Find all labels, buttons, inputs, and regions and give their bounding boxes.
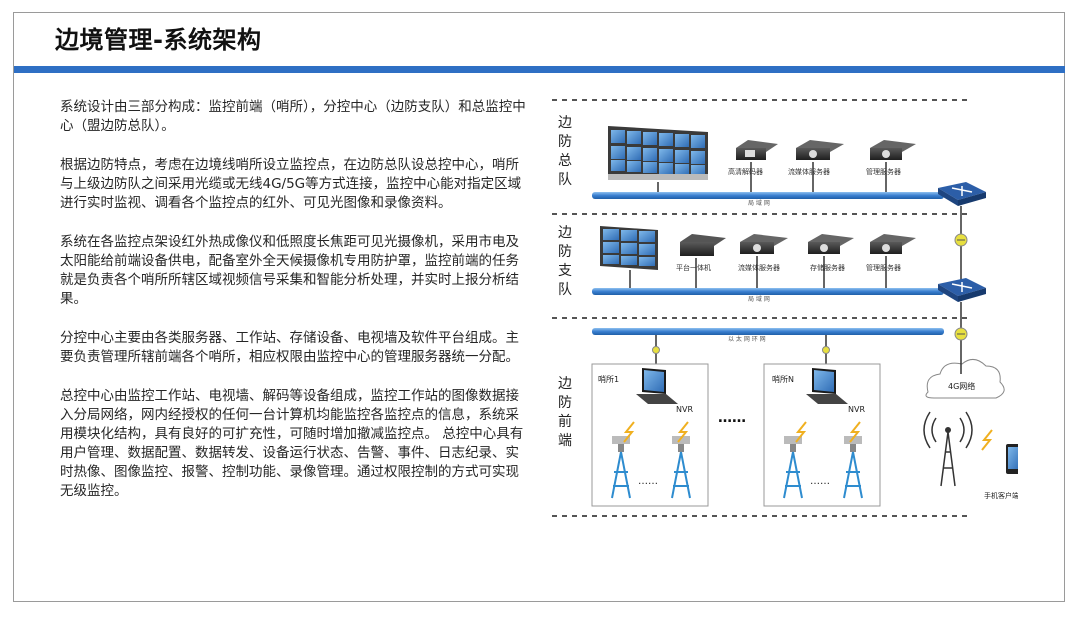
paragraph-intro: 系统设计由三部分构成：监控前端（哨所），分控中心（边防支队）和总监控中心（盟边防… [60, 99, 526, 134]
radio-tower-icon [923, 411, 973, 487]
frontend-ring-bus [592, 328, 944, 335]
branch-lan-bus [592, 288, 944, 295]
media-server-hq-icon [796, 140, 844, 160]
nvr-label-n: NVR [848, 405, 865, 414]
frontend-ring-label: 以 太 网 环 网 [728, 335, 766, 343]
switch-hq-icon [938, 182, 986, 206]
section-label-hq: 边防总队 [558, 115, 572, 188]
paragraph-features: 根据边防特点，考虑在边境线哨所设立监控点，在边防总队设总控中心，哨所与上级边防队… [60, 157, 522, 211]
branch-device-label-media: 流媒体服务器 [738, 263, 780, 272]
post-n-label: 哨所N [772, 374, 794, 384]
network-4g-label: 4G网络 [948, 381, 975, 391]
media-server-branch-icon [740, 234, 788, 254]
architecture-diagram: 边防总队 边防支队 边防前端 高清解码器 流媒体服务器 管理服务器 局 域 [552, 99, 1018, 517]
hq-device-label-media: 流媒体服务器 [788, 167, 830, 176]
mobile-client-label: 手机客户端 [984, 491, 1018, 500]
posts-ellipsis: …… [718, 410, 746, 426]
mobile-phone-icon [1006, 444, 1018, 474]
storage-server-icon [808, 234, 854, 254]
switch-branch-icon [938, 278, 986, 302]
nvr-laptop-icon-1 [636, 368, 678, 404]
post-1-dots: …… [638, 476, 658, 487]
firewall-icon-2 [954, 327, 968, 341]
hq-device-label-mgmt: 管理服务器 [866, 167, 901, 176]
nvr-label-1: NVR [676, 405, 693, 414]
section-label-branch: 边防支队 [558, 225, 572, 298]
nvr-laptop-icon-n [806, 368, 848, 404]
branch-device-label-platform: 平台一体机 [676, 263, 711, 272]
paragraph-branch-center: 分控中心主要由各类服务器、工作站、存储设备、电视墙及软件平台组成。主要负责管理所… [60, 330, 519, 365]
page-title: 边境管理-系统架构 [55, 26, 262, 54]
post-n-dots: …… [810, 476, 830, 487]
management-server-branch-icon [870, 234, 916, 254]
branch-lan-label: 局 域 网 [748, 295, 770, 303]
description-text: 系统设计由三部分构成：监控前端（哨所），分控中心（边防支队）和总监控中心（盟边防… [60, 98, 528, 521]
hq-device-label-decoder: 高清解码器 [728, 167, 763, 176]
post-1-box: 哨所1 NVR …… [591, 363, 709, 507]
camera-tower-icon-nb [843, 421, 863, 499]
video-wall-icon [608, 126, 708, 180]
branch-device-label-mgmt: 管理服务器 [866, 263, 901, 272]
paragraph-frontend: 系统在各监控点架设红外热成像仪和低照度长焦距可见光摄像机，采用市电及太阳能给前端… [60, 234, 519, 307]
cloud-4g-icon: 4G网络 [925, 359, 1005, 399]
branch-device-label-storage: 存储服务器 [810, 263, 845, 272]
firewall-icon-1 [954, 233, 968, 247]
branch-video-wall-icon [600, 226, 658, 270]
paragraph-main-center: 总控中心由监控工作站、电视墙、解码等设备组成，监控工作站的图像数据接入分局网络，… [60, 388, 524, 499]
decoder-device-icon [736, 140, 778, 160]
camera-tower-icon-1a [611, 421, 635, 499]
camera-tower-icon-1b [671, 421, 691, 499]
hq-lan-bus [592, 192, 944, 199]
title-accent-bar [14, 66, 1065, 73]
section-label-frontend: 边防前端 [558, 376, 572, 449]
post-1-label: 哨所1 [598, 374, 619, 384]
camera-tower-icon-na [783, 421, 807, 499]
slide-frame [13, 12, 1065, 602]
management-server-hq-icon [870, 140, 916, 160]
platform-machine-icon [680, 234, 726, 256]
post-n-box: 哨所N NVR …… [763, 363, 881, 507]
hq-lan-label: 局 域 网 [748, 199, 770, 207]
